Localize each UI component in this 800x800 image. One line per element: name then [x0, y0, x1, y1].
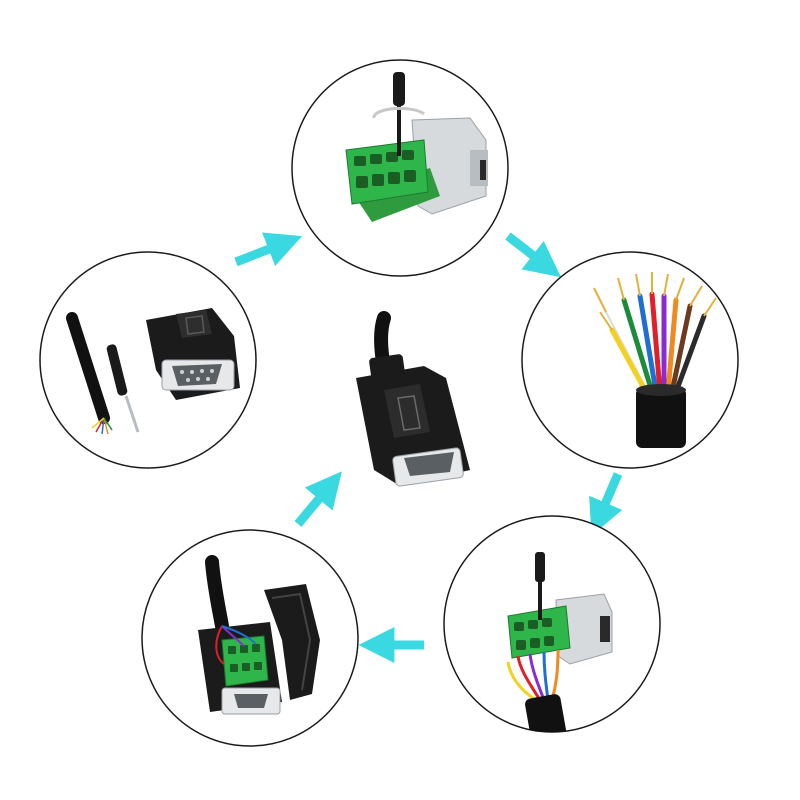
step-3-circle	[443, 515, 661, 733]
step-4-circle	[141, 529, 359, 747]
screwdriver-terminal-block-icon	[345, 72, 488, 222]
cyan-arrow-icon	[589, 472, 623, 536]
cyan-arrow-icon	[294, 471, 342, 527]
wires-inserted-terminal-block-icon	[506, 552, 613, 732]
arrow-group	[234, 232, 623, 663]
cyan-arrow-icon	[234, 232, 303, 267]
kit-parts-screwdriver-cable-connector-icon	[66, 308, 240, 435]
step-1-circle	[291, 59, 509, 277]
step-2-circle	[521, 251, 739, 469]
stripped-multicolor-cable-icon	[593, 272, 717, 448]
step-5-circle	[39, 251, 257, 469]
finished-db9-connector-icon	[356, 311, 470, 487]
center-finished-connector	[356, 311, 470, 487]
cyan-arrow-icon	[505, 232, 562, 278]
assembled-connector-open-hood-icon	[198, 555, 320, 715]
